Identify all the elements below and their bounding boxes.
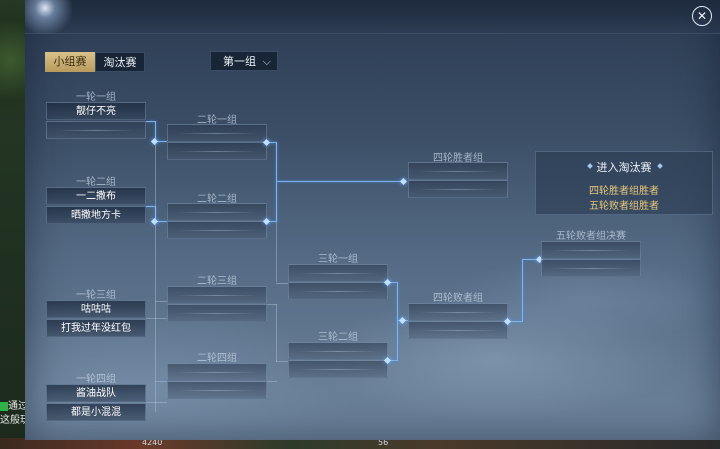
bracket-line (522, 259, 523, 322)
losers4-label: 四轮败者组 (433, 293, 483, 304)
bracket-line (146, 206, 155, 207)
round1-group4-team1[interactable]: 酱油战队 (46, 384, 146, 402)
enter-knockout-title: 进入淘汰赛 (596, 161, 652, 174)
bracket-line (276, 361, 288, 362)
qualifier-winners: 四轮胜者组胜者 (589, 186, 659, 197)
round2-group1-slot2[interactable] (167, 142, 267, 160)
bracket-line (146, 318, 167, 319)
losers4-slot2[interactable] (408, 321, 508, 339)
round1-group4-team2[interactable]: 都是小混混 (46, 403, 146, 421)
chat-text-2: 这般玩 (0, 415, 30, 426)
chat-line-2: 这般玩 (0, 411, 30, 426)
round1-group1-label: 一轮一组 (76, 92, 116, 103)
round2-group4-label: 二轮四组 (197, 353, 237, 364)
chat-text-1: 通过 (8, 401, 28, 412)
bracket-line (388, 360, 398, 361)
round2-group1-label: 二轮一组 (197, 115, 237, 126)
moon-decoration (25, 0, 77, 34)
bracket-line (267, 304, 277, 305)
tab-knockout[interactable]: 淘汰赛 (95, 52, 145, 72)
bracket-node (398, 316, 407, 325)
chevron-down-icon: ⌵ (262, 55, 271, 68)
bracket-line (397, 282, 398, 361)
chat-channel-tag (0, 401, 8, 411)
winners4-slot2[interactable] (408, 180, 508, 198)
bracket-line (146, 402, 167, 403)
winners4-slot1[interactable] (408, 162, 508, 180)
round3-group1-slot2[interactable] (288, 282, 388, 300)
bracket-line (155, 301, 167, 302)
bracket-line (276, 181, 404, 182)
tab-group-stage[interactable]: 小组赛 (45, 52, 95, 72)
round3-group2-label: 三轮二组 (318, 332, 358, 343)
bracket-line (267, 381, 277, 382)
round3-group1-slot1[interactable] (288, 264, 388, 282)
round1-group3-label: 一轮三组 (76, 290, 116, 301)
round2-group3-slot1[interactable] (167, 286, 267, 304)
bracket-line (276, 142, 277, 222)
round1-group2-team2[interactable]: 晒撒地方卡 (46, 206, 146, 224)
final5-label: 五轮败者组决赛 (556, 231, 626, 242)
bracket-line (522, 259, 540, 260)
round3-group1-label: 三轮一组 (318, 254, 358, 265)
round1-group1-team1[interactable]: 靓仔不亮 (46, 102, 146, 120)
qualifier-losers: 五轮败者组胜者 (589, 201, 659, 212)
bracket-line (276, 304, 277, 362)
bracket-line (508, 321, 522, 322)
final5-slot1[interactable] (541, 241, 641, 259)
bracket-line (155, 121, 156, 142)
bracket-line (146, 121, 155, 122)
close-icon[interactable]: ✕ (692, 6, 712, 26)
round2-group3-slot2[interactable] (167, 304, 267, 322)
round2-group4-slot2[interactable] (167, 381, 267, 399)
bracket-line (155, 141, 167, 142)
bracket-line (155, 206, 156, 222)
bracket-line (155, 381, 167, 382)
round1-group1-team2[interactable] (46, 121, 146, 139)
skill-bar (0, 438, 720, 449)
skill-number: 56 (378, 438, 389, 447)
bracket-line (276, 283, 288, 284)
round2-group3-label: 二轮三组 (197, 276, 237, 287)
round1-group3-team2[interactable]: 打我过年没红包 (46, 319, 146, 337)
round2-group2-slot1[interactable] (167, 203, 267, 221)
bracket-line (276, 222, 277, 282)
round2-group2-label: 二轮二组 (197, 194, 237, 205)
tournament-panel: ✕ 小组赛 淘汰赛 第一组 ⌵ 一轮一组 靓仔不亮 一轮二组 一二撒布 晒撒地方… (25, 0, 720, 440)
enter-knockout-box: 进入淘汰赛 四轮胜者组胜者 五轮败者组胜者 (535, 151, 713, 215)
skill-number: 4240 (142, 438, 163, 447)
round2-group2-slot2[interactable] (167, 221, 267, 239)
bracket-line (388, 282, 398, 283)
bracket-node (399, 177, 408, 186)
round2-group1-slot1[interactable] (167, 124, 267, 142)
final5-slot2[interactable] (541, 259, 641, 277)
bracket-line (155, 221, 167, 222)
round2-group4-slot1[interactable] (167, 363, 267, 381)
group-select[interactable]: 第一组 ⌵ (210, 51, 278, 71)
losers4-slot1[interactable] (408, 303, 508, 321)
panel-header (25, 0, 720, 34)
group-select-value: 第一组 (223, 55, 256, 68)
bracket-line (267, 221, 277, 222)
round3-group2-slot2[interactable] (288, 360, 388, 378)
chat-line-1: 通过 (0, 397, 28, 412)
winners4-label: 四轮胜者组 (433, 153, 483, 164)
bracket-line (155, 142, 156, 412)
bracket-line (267, 142, 277, 143)
round3-group2-slot1[interactable] (288, 342, 388, 360)
round1-group3-team1[interactable]: 咕咕咕 (46, 300, 146, 318)
round1-group4-label: 一轮四组 (76, 374, 116, 385)
round1-group2-label: 一轮二组 (76, 177, 116, 188)
round1-group2-team1[interactable]: 一二撒布 (46, 187, 146, 205)
